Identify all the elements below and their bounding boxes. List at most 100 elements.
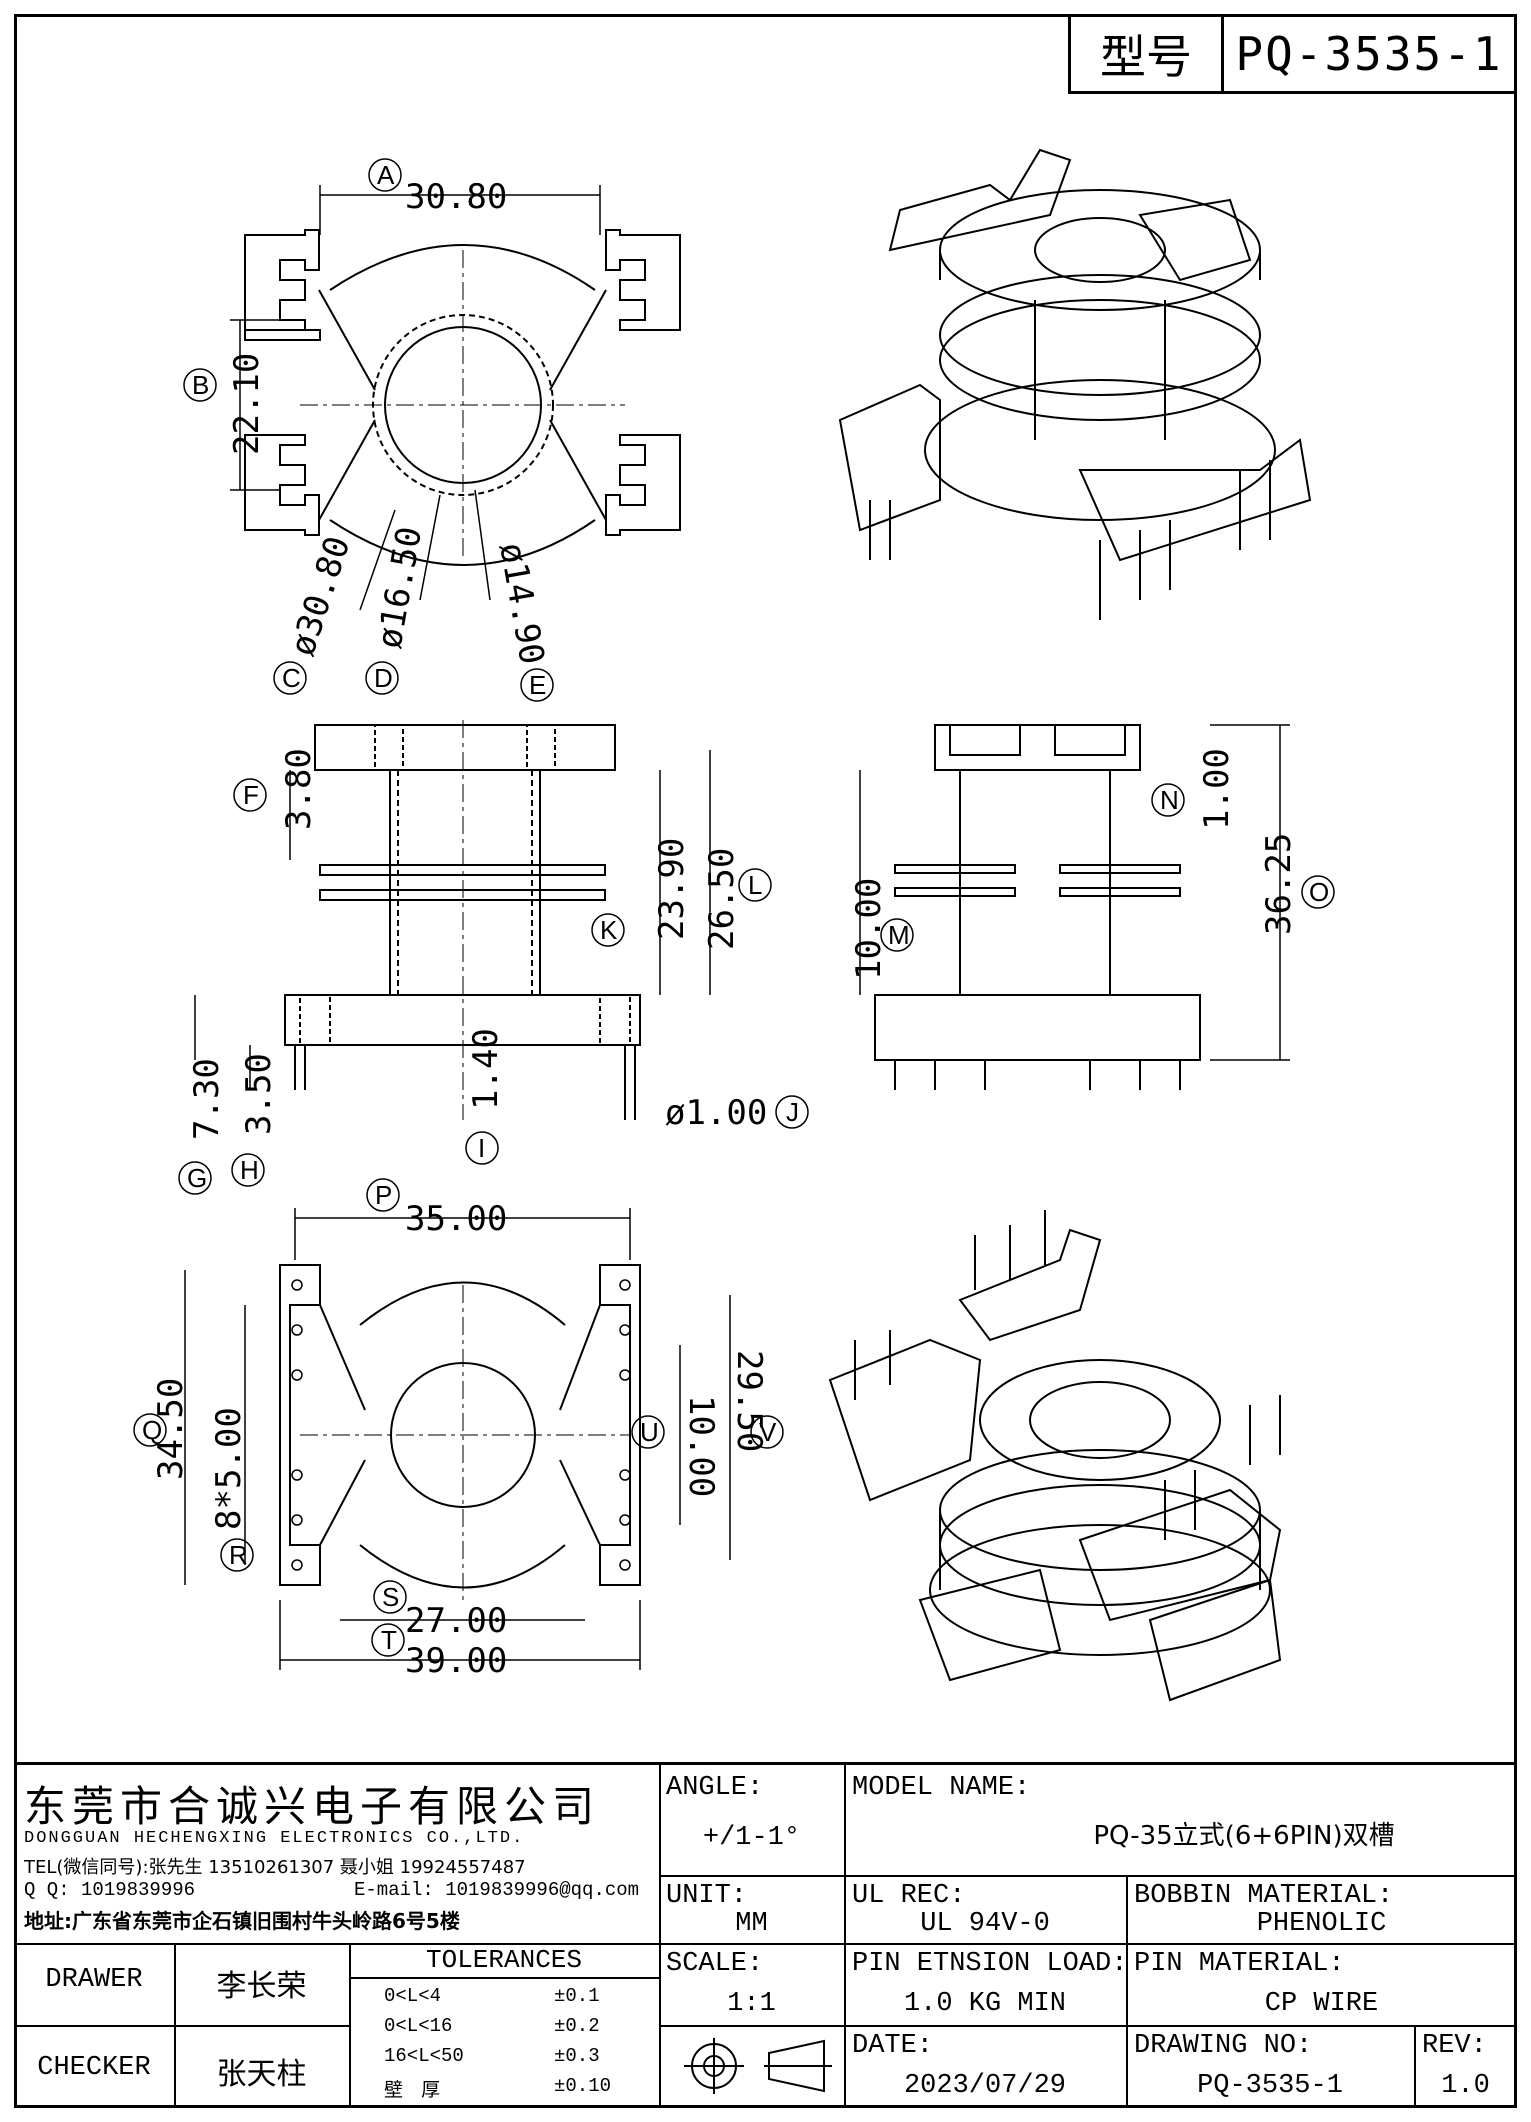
model-name-value: PQ-35立式(6+6PIN)双槽 [1093,1821,1395,1851]
ul-rec-label: UL REC: [852,1881,966,1911]
dim-a: A 30.80 [368,158,507,217]
dim-o: O36.25 [1259,833,1335,935]
top-view-centerlines [300,250,625,560]
drawing-border [14,14,1517,2108]
side-flange-r2 [1059,887,1181,897]
top-view-right-comb-bottom [605,434,681,536]
pin-material-label: PIN MATERIAL: [1134,1949,1345,1979]
svg-text:34.50: 34.50 [151,1378,191,1480]
tol-range-3: 壁 厚 [384,2079,441,2101]
tol-range-2: 16<L<50 [384,2045,464,2067]
svg-text:ø14.90: ø14.90 [491,540,552,668]
projection-symbol-icon [684,2038,832,2094]
svg-text:J: J [786,1097,799,1127]
front-top-slot-right [526,724,556,771]
angle-label: ANGLE: [666,1773,764,1803]
side-core-walls [959,770,1111,995]
date-value: 2023/07/29 [903,2071,1067,2101]
bottom-view [184,1208,731,1670]
date-label: DATE: [852,2031,934,2061]
svg-text:ø1.00: ø1.00 [665,1093,767,1133]
company-address: 地址:广东省东莞市企石镇旧围村牛头岭路6号5楼 [24,1909,460,1933]
svg-text:Q: Q [142,1415,162,1445]
svg-text:39.00: 39.00 [405,1641,507,1681]
svg-text:N: N [1160,785,1179,815]
model-title-box: 型号 PQ-3535-1 [1068,14,1517,94]
dim-r: R8*5.00 [209,1407,254,1572]
side-top-recess-right [1054,724,1126,756]
front-pins [294,1045,636,1120]
bottom-right-comb [599,1264,641,1586]
side-view [859,724,1290,1090]
front-core-hidden [397,770,533,995]
side-dim-lines [859,724,1290,1061]
dim-v: V29.50 [729,1350,784,1452]
dim-g: G 7.30 [178,1058,227,1195]
svg-text:P: P [375,1180,392,1210]
company-name-en: DONGGUAN HECHENGXING ELECTRONICS CO.,LTD… [24,1829,525,1848]
bottom-left-comb [279,1264,321,1586]
svg-text:G: G [187,1163,207,1193]
dim-p-line [294,1208,631,1260]
dim-p: P35.00 [366,1178,507,1239]
svg-text:C: C [282,663,301,693]
top-view-left-comb-bottom [244,434,320,536]
model-title-label: 型号 [1071,17,1224,91]
top-view-right-comb-top [605,229,681,331]
side-base [874,994,1201,1061]
svg-text:V: V [759,1417,777,1447]
svg-text:3.80: 3.80 [279,748,319,830]
dim-t: T39.00 [371,1623,507,1681]
dim-h: H3.50 [231,1053,279,1187]
bottom-horizontal-dims [279,1600,641,1670]
dim-i: I1.40 [465,1028,506,1165]
company-email: E-mail: 1019839996@qq.com [354,1879,640,1901]
svg-text:1.00: 1.00 [1197,748,1237,830]
front-top-slot-left [374,724,404,771]
top-view-left-comb-top [244,229,320,331]
svg-text:B: B [192,370,209,400]
dims-cde-leaders [359,489,491,611]
pin-material-value: CP WIRE [1264,1989,1379,2019]
dim-j: Jø1.00 [665,1093,809,1133]
drawing-no-value: PQ-3535-1 [1197,2071,1343,2101]
svg-text:U: U [640,1417,659,1447]
svg-text:36.25: 36.25 [1259,833,1299,935]
svg-text:30.80: 30.80 [405,177,507,217]
front-top-plate [314,724,616,771]
bobbin-material-value: PHENOLIC [1256,1909,1387,1939]
checker-label: CHECKER [37,2053,151,2083]
bottom-centerlines [300,1285,630,1600]
svg-text:A: A [377,160,395,190]
model-name-label: MODEL NAME: [852,1773,1031,1803]
top-view-flange-bottom [329,519,596,566]
tol-value-2: ±0.3 [554,2045,600,2067]
svg-text:7.30: 7.30 [187,1058,227,1140]
svg-text:1.40: 1.40 [466,1028,506,1110]
scale-label: SCALE: [666,1949,764,1979]
top-view [230,185,681,611]
checker-value: 张天柱 [216,2057,307,2092]
svg-text:10.00: 10.00 [849,878,889,980]
top-view-flange-top [329,244,596,291]
unit-value: MM [735,1909,768,1939]
iso-view-bottom [828,1210,1282,1702]
front-core-walls [389,770,541,995]
svg-text:D: D [374,663,393,693]
bottom-vertical-dims [184,1270,731,1585]
svg-text:F: F [243,780,259,810]
iso-view-top [838,148,1312,620]
unit-label: UNIT: [666,1881,748,1911]
front-dim-lines [194,750,711,1090]
side-pins [894,1060,1181,1090]
side-flange-l1 [894,864,1016,874]
dim-f: F 3.80 [233,748,319,830]
rev-value: 1.0 [1441,2071,1490,2101]
scale-value: 1:1 [727,1989,776,2019]
dim-s: S27.00 [373,1580,507,1641]
